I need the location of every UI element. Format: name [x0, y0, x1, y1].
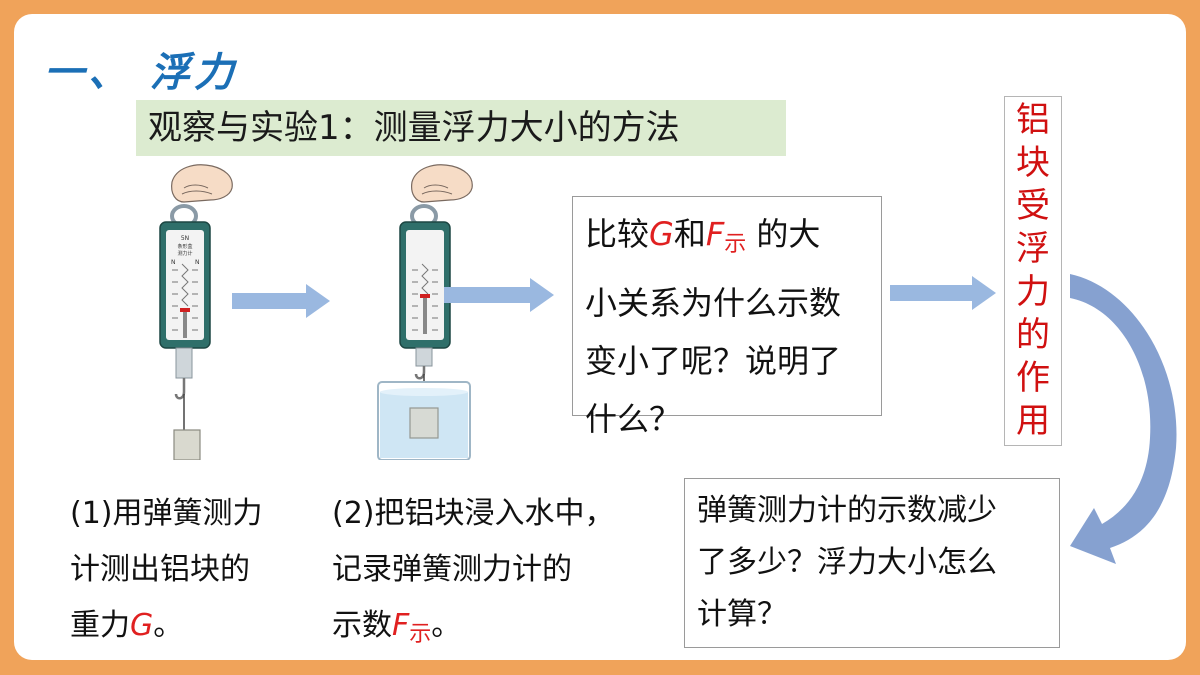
step-2-variable-f-letter: F	[392, 608, 410, 643]
scale-label-line2: 条形盒	[177, 243, 192, 250]
vertical-char: 作	[1016, 358, 1050, 398]
step-1-line-2: 计测出铝块的	[70, 552, 250, 587]
step-1-text-weight: 重力	[70, 608, 130, 643]
step-1-line-1: (1)用弹簧测力	[70, 496, 263, 531]
scale-label-line3: 测力计	[177, 250, 192, 257]
variable-f-letter: F	[705, 215, 725, 253]
question-text-and: 和	[673, 215, 706, 253]
right-arrow-3	[890, 276, 996, 310]
vertical-char: 铝	[1016, 100, 1050, 140]
section-title: 一、 浮力	[44, 49, 238, 96]
question-text-part3: 的大	[756, 215, 821, 253]
experiment-subtitle: 观察与实验1：测量浮力大小的方法	[136, 100, 786, 156]
right-arrow-2	[444, 278, 554, 312]
question-line-3: 变小了呢？说明了	[585, 342, 842, 380]
scale-n-right: N	[195, 259, 200, 266]
bottom-question-box: 弹簧测力计的示数减少 了多少？浮力大小怎么 计算？	[684, 478, 1060, 648]
bottom-line-2: 了多少？浮力大小怎么	[697, 545, 997, 580]
question-line-2: 小关系为什么示数	[585, 284, 842, 322]
vertical-char: 力	[1016, 272, 1050, 312]
buoyancy-conclusion-box: 铝 块 受 浮 力 的 作 用	[1004, 96, 1062, 446]
vertical-char: 受	[1016, 186, 1050, 226]
scale-n-left: N	[171, 259, 176, 266]
step-2-variable-f-subscript: 示	[409, 622, 432, 647]
step-2-line-1: (2)把铝块浸入水中，	[332, 496, 615, 531]
step-2-caption: (2)把铝块浸入水中， 记录弹簧测力计的 示数F示。	[332, 486, 672, 660]
vertical-char: 块	[1016, 143, 1050, 183]
step-1-caption: (1)用弹簧测力 计测出铝块的 重力G。	[70, 486, 330, 654]
step-1-variable-g: G	[130, 608, 154, 643]
vertical-char: 浮	[1016, 229, 1050, 269]
right-arrow-1	[232, 284, 330, 318]
question-box: 比较G和F示 的大 小关系为什么示数 变小了呢？说明了 什么？	[572, 196, 882, 438]
vertical-char: 用	[1016, 401, 1050, 441]
question-line-4: 什么？	[585, 400, 682, 438]
vertical-char: 的	[1016, 315, 1050, 355]
scale-label-top: 5N	[181, 235, 189, 242]
bottom-line-1: 弹簧测力计的示数减少	[697, 493, 997, 528]
question-line-1: 比较G和F示 的大	[585, 205, 871, 274]
question-text-compare: 比较	[585, 215, 650, 253]
variable-f-subscript: 示	[724, 232, 747, 257]
step-2-variable-f: F示	[392, 608, 431, 647]
step-1-period: 。	[153, 608, 184, 643]
bottom-line-3: 计算？	[697, 597, 787, 632]
variable-f: F示	[705, 215, 746, 257]
step-2-text-reading: 示数	[332, 608, 392, 643]
variable-g: G	[649, 215, 674, 253]
step-1-line-3: 重力G。	[70, 598, 330, 654]
spring-scale-in-water-illustration	[377, 164, 473, 460]
spring-scale-in-air-illustration: 5N 条形盒 测力计 N N	[159, 164, 233, 460]
curved-arrow	[1070, 274, 1177, 564]
step-2-period: 。	[431, 608, 462, 643]
slide: 一、 浮力 观察与实验1：测量浮力大小的方法 5N 条形盒 测力计 N N	[14, 14, 1186, 660]
step-2-line-3: 示数F示。	[332, 598, 672, 660]
step-2-line-2: 记录弹簧测力计的	[332, 552, 572, 587]
